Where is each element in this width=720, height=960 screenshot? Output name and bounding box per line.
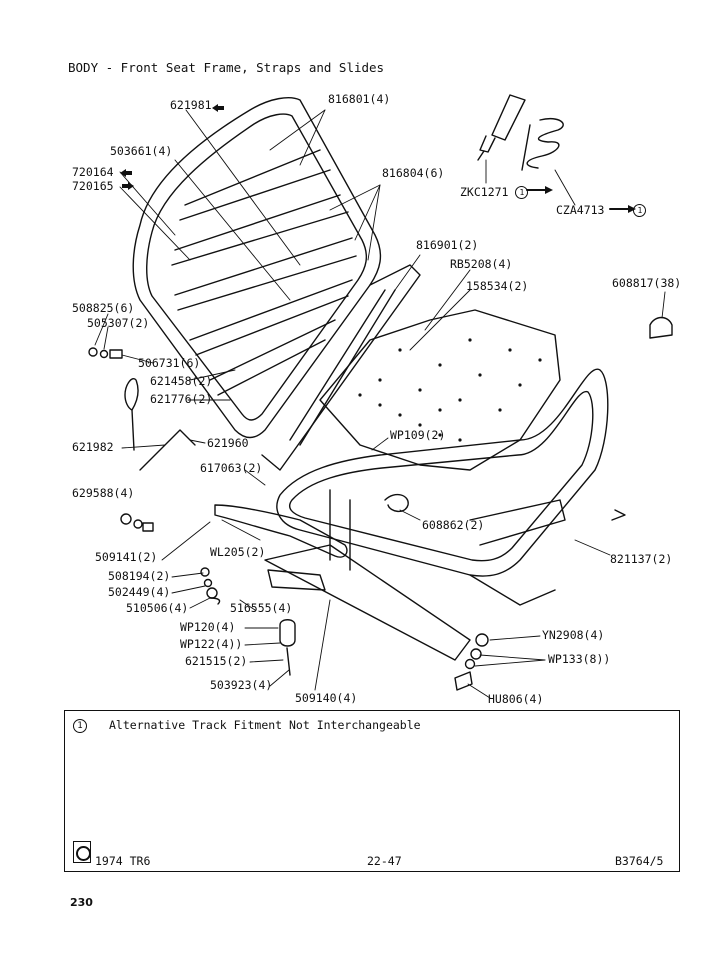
notes-box: 1 Alternative Track Fitment Not Intercha… [64,710,680,872]
page-number: 230 [70,896,93,909]
label-720165: 720165 [72,179,114,193]
spring [521,118,564,171]
label-505307: 505307(2) [87,316,150,330]
note-marker: 1 [73,719,87,733]
label-ZKC1271: ZKC1271 1 [460,186,529,199]
footer-page-ref: 22-47 [367,854,402,868]
label-816804: 816804(6) [382,166,445,180]
arrow-right-icon [122,182,134,190]
seat-base-frame [264,309,609,661]
label-608817: 608817(38) [612,276,682,290]
label-WP109: WP109(2) [390,428,446,442]
label-HU806: HU806(4) [488,692,544,706]
label-608862: 608862(2) [422,518,485,532]
label-509141: 509141(2) [95,550,158,564]
label-WP122: WP122(4)) [180,637,243,651]
label-RB5208: RB5208(4) [450,257,513,271]
label-629588: 629588(4) [72,486,135,500]
label-621776: 621776(2) [150,392,213,406]
arrow-left-icon [212,104,224,112]
knob-cone [124,378,139,411]
footer-drawing-id: B3764/5 [615,854,664,868]
label-508825: 508825(6) [72,301,135,315]
manufacturer-logo-icon [73,841,91,863]
circled-ref-marker: 1 [515,186,529,199]
label-506731: 506731(6) [138,356,201,370]
label-YN2908: YN2908(4) [542,628,605,642]
page-title: BODY - Front Seat Frame, Straps and Slid… [68,60,385,75]
label-621981: 621981 [170,98,212,112]
label-508194: 508194(2) [108,569,171,583]
shock-absorber [477,94,526,161]
seat-back-frame [132,97,382,439]
note-text: Alternative Track Fitment Not Interchang… [109,718,421,732]
label-CZA4713: CZA4713 1 [556,204,647,217]
label-WP120: WP120(4) [180,620,236,634]
label-621458: 621458(2) [150,374,213,388]
label-621982: 621982 [72,440,114,454]
label-WL205: WL205(2) [210,545,266,559]
label-158534: 158534(2) [466,279,529,293]
hinge-strip [261,264,421,471]
footer-model: 1974 TR6 [95,854,151,868]
label-516555: 516555(4) [230,601,293,615]
label-816801: 816801(4) [328,92,391,106]
adjuster-lever [214,504,348,558]
arrow-left-icon [120,169,132,177]
label-502449: 502449(4) [108,585,171,599]
label-617063: 617063(2) [200,461,263,475]
handle-knob [649,316,673,339]
label-509140: 509140(4) [295,691,358,705]
label-WP133: WP133(8)) [548,652,611,666]
label-720164: 720164 [72,165,114,179]
label-503923: 503923(4) [210,678,273,692]
label-510506: 510506(4) [126,601,189,615]
label-621515: 621515(2) [185,654,248,668]
circled-ref-marker: 1 [633,204,647,217]
label-816901: 816901(2) [416,238,479,252]
label-621960: 621960 [207,436,249,450]
label-503661: 503661(4) [110,144,173,158]
label-821137: 821137(2) [610,552,673,566]
